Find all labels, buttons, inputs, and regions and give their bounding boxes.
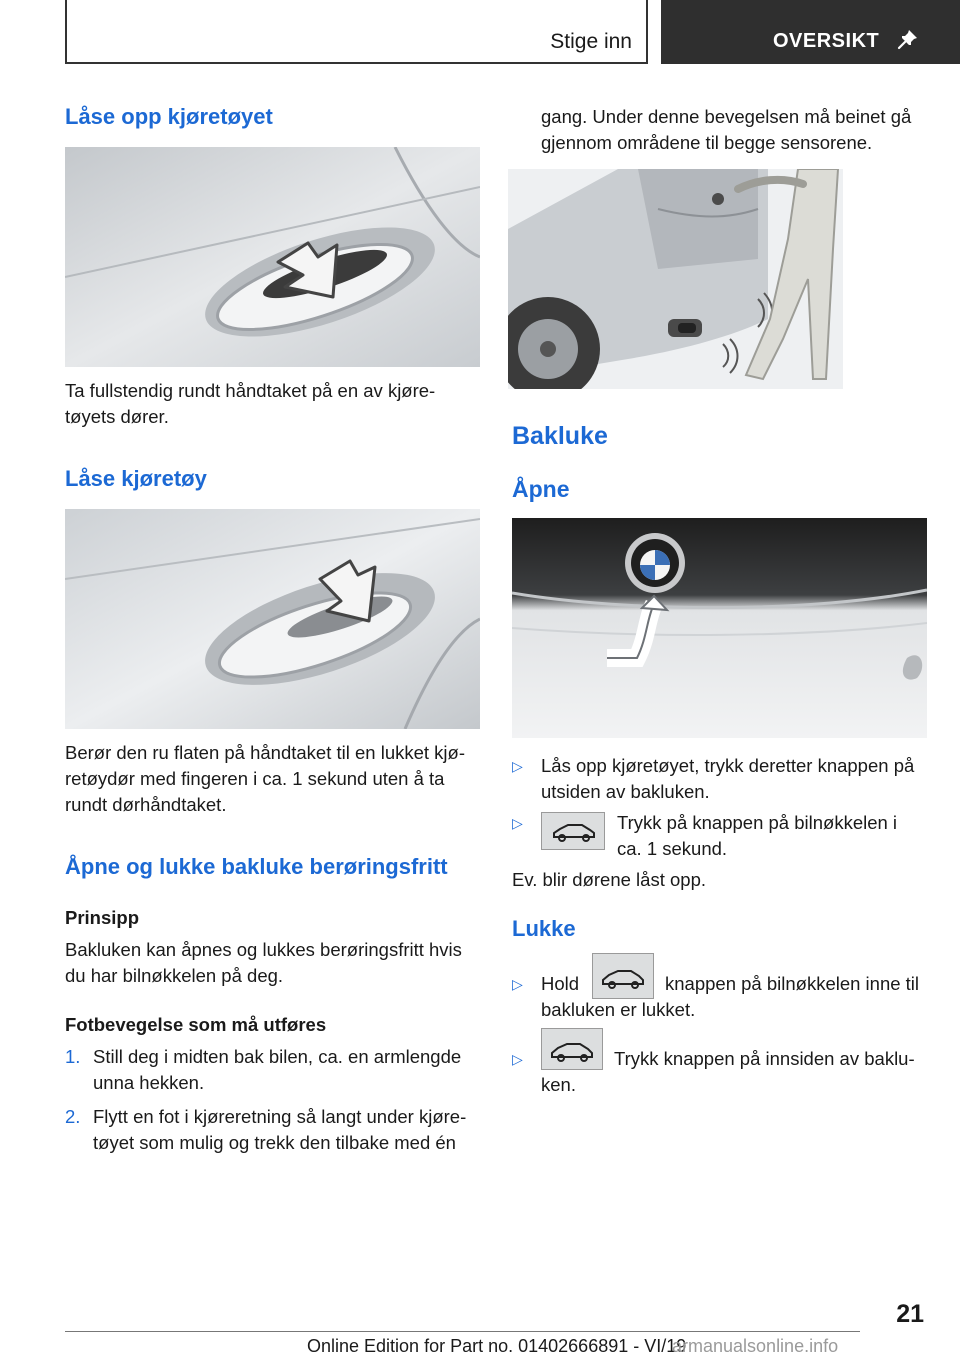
subheading-principle: Prinsipp xyxy=(65,907,140,928)
heading-tailgate: Bakluke xyxy=(512,422,608,450)
step-1-line-1: Still deg i midten bak bilen, ca. en arm… xyxy=(93,1046,462,1067)
tailgate-emblem-button-image xyxy=(512,518,927,738)
overview-tab-label: OVERSIKT xyxy=(773,30,880,52)
open-item-2-line-2: ca. 1 sekund. xyxy=(617,838,728,859)
watermark-site: armanualsonline.info xyxy=(672,1336,839,1356)
section-tab[interactable]: Stige inn xyxy=(65,0,648,64)
unlock-instruction-line-2: tøyets dører. xyxy=(65,406,169,427)
foot-gesture-tailgate-image xyxy=(508,169,843,389)
car-tailgate-key-button-icon xyxy=(592,953,654,999)
step-2-line-2: tøyet som mulig og trekk den tilbake med… xyxy=(93,1132,456,1153)
open-item-1-line-1: Lås opp kjøretøyet, trykk deretter knapp… xyxy=(541,755,915,776)
door-handle-touch-image xyxy=(65,509,480,729)
close-bullet-2: ▷ xyxy=(512,1051,523,1067)
heading-unlock-vehicle: Låse opp kjøretøyet xyxy=(65,104,273,129)
close-item-1-line-1: knappen på bilnøkkelen inne til xyxy=(665,973,920,994)
overview-tab[interactable]: OVERSIKT xyxy=(661,0,960,64)
open-bullet-1: ▷ xyxy=(512,758,523,774)
close-bullet-1: ▷ xyxy=(512,976,523,992)
section-tab-label: Stige inn xyxy=(550,30,632,53)
step-2-continued-line-1: gang. Under denne bevegelsen må beinet g… xyxy=(541,106,912,127)
heading-lock-vehicle: Låse kjøretøy xyxy=(65,466,207,491)
car-tailgate-key-button-icon xyxy=(541,812,605,850)
footer-divider xyxy=(65,1331,860,1332)
edition-text: Online Edition for Part no. 01402666891 … xyxy=(307,1336,687,1356)
principle-line-2: du har bilnøkkelen på deg. xyxy=(65,965,284,986)
open-item-1-line-2: utsiden av bakluken. xyxy=(541,781,710,802)
unlock-instruction-line-1: Ta fullstendig rundt håndtaket på en av … xyxy=(65,380,436,401)
lock-instruction-line-2: retøydør med fingeren i ca. 1 sekund ute… xyxy=(65,768,445,789)
edition-info: Online Edition for Part no. 01402666891 … xyxy=(307,1336,686,1357)
open-item-2-line-1: Trykk på knappen på bilnøkkelen i xyxy=(617,812,898,833)
step-1-number: 1. xyxy=(65,1046,81,1067)
subheading-foot-movement: Fotbevegelse som må utføres xyxy=(65,1014,327,1035)
pin-icon xyxy=(897,30,917,50)
open-note: Ev. blir dørene låst opp. xyxy=(512,869,706,890)
open-bullet-2: ▷ xyxy=(512,815,523,831)
step-2-line-1: Flytt en fot i kjøreretning så langt und… xyxy=(93,1106,467,1127)
close-item-1-line-2: bakluken er lukket. xyxy=(541,999,696,1020)
principle-line-1: Bakluken kan åpnes og lukkes berøringsfr… xyxy=(65,939,462,960)
close-item-1-pre: Hold xyxy=(541,973,580,994)
step-1-line-2: unna hekken. xyxy=(93,1072,205,1093)
step-2-continued-line-2: gjennom områdene til begge sensorene. xyxy=(541,132,873,153)
close-item-2-line-1: Trykk knappen på innsiden av baklu‐ xyxy=(614,1048,915,1069)
heading-close: Lukke xyxy=(512,916,576,941)
door-handle-grip-image xyxy=(65,147,480,367)
car-tailgate-inside-button-icon xyxy=(541,1028,603,1070)
lock-instruction-line-1: Berør den ru flaten på håndtaket til en … xyxy=(65,742,466,763)
lock-instruction-line-3: rundt dørhåndtaket. xyxy=(65,794,227,815)
step-2-number: 2. xyxy=(65,1106,81,1127)
page-number: 21 xyxy=(896,1300,924,1328)
heading-touchless-tailgate: Åpne og lukke bakluke berøringsfritt xyxy=(65,854,448,879)
close-item-2-line-2: ken. xyxy=(541,1074,576,1095)
heading-open: Åpne xyxy=(512,476,570,502)
